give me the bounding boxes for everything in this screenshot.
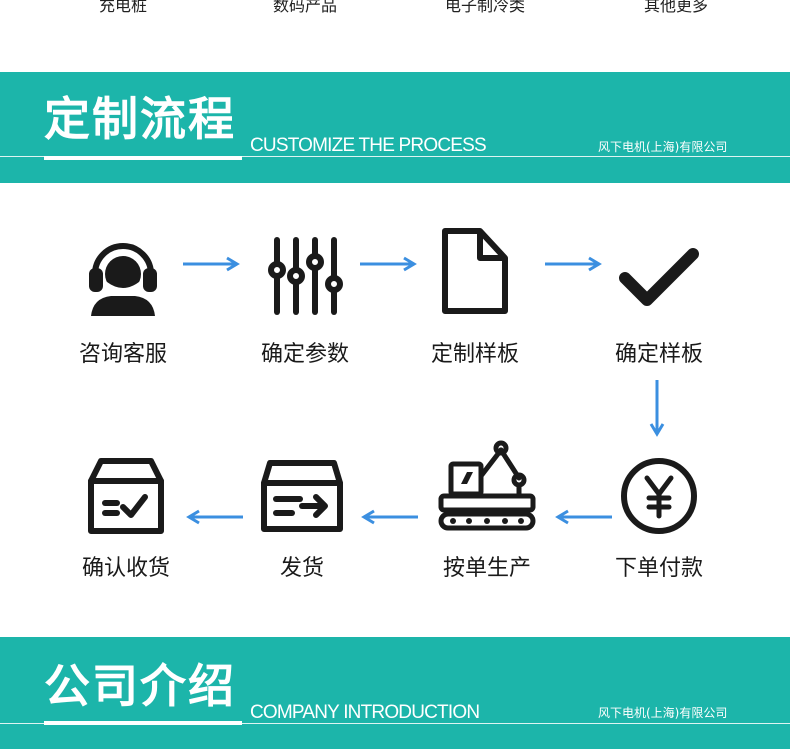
sliders-icon bbox=[268, 237, 343, 315]
company-name: 风下电机(上海)有限公司 bbox=[598, 706, 728, 720]
category-charging-pile[interactable]: 充电桩 bbox=[98, 0, 148, 15]
step-ship: 发货 bbox=[222, 455, 382, 582]
customer-service-icon bbox=[89, 243, 157, 316]
step-confirm-receipt: 确认收货 bbox=[46, 455, 206, 582]
step-label: 发货 bbox=[279, 556, 324, 581]
step-confirm-params: 确定参数 bbox=[225, 230, 385, 370]
robot-arm-icon bbox=[438, 440, 536, 531]
title-underline bbox=[44, 156, 242, 160]
step-label: 确定参数 bbox=[260, 342, 349, 367]
arrow-right-icon bbox=[183, 256, 240, 272]
category-strip: 充电桩 数码产品 电子制冷类 其他更多 bbox=[0, 0, 790, 72]
category-digital-products[interactable]: 数码产品 bbox=[272, 0, 338, 15]
step-label: 咨询客服 bbox=[78, 342, 167, 367]
step-label: 确定样板 bbox=[614, 342, 703, 367]
step-confirm-sample: 确定样板 bbox=[579, 230, 739, 370]
received-box-icon bbox=[88, 458, 164, 534]
delivery-box-icon bbox=[261, 460, 343, 532]
company-title-cn: 公司介绍 bbox=[44, 659, 236, 713]
category-electronic-cooling[interactable]: 电子制冷类 bbox=[444, 0, 526, 15]
process-title-en: CUSTOMIZE THE PROCESS bbox=[250, 135, 487, 156]
arrow-right-icon bbox=[545, 256, 602, 272]
arrow-left-icon bbox=[555, 509, 612, 525]
title-underline bbox=[44, 721, 242, 725]
step-label: 确认收货 bbox=[81, 556, 170, 581]
banner-rule bbox=[0, 156, 790, 157]
banner-rule bbox=[0, 723, 790, 724]
company-name: 风下电机(上海)有限公司 bbox=[598, 140, 728, 154]
company-banner: 公司介绍 COMPANY INTRODUCTION 风下电机(上海)有限公司 bbox=[0, 637, 790, 749]
step-order-payment: 下单付款 bbox=[579, 452, 739, 582]
checkmark-icon bbox=[619, 248, 699, 306]
arrow-down-icon bbox=[649, 380, 665, 437]
yen-coin-icon bbox=[621, 458, 697, 534]
arrow-left-icon bbox=[186, 509, 243, 525]
company-title-en: COMPANY INTRODUCTION bbox=[250, 702, 480, 723]
step-label: 定制样板 bbox=[430, 342, 519, 367]
step-label: 按单生产 bbox=[442, 556, 531, 581]
step-produce-order: 按单生产 bbox=[407, 440, 567, 582]
step-consult-service: 咨询客服 bbox=[43, 230, 203, 370]
document-icon bbox=[442, 228, 508, 314]
arrow-left-icon bbox=[361, 509, 418, 525]
step-label: 下单付款 bbox=[614, 556, 703, 581]
category-more[interactable]: 其他更多 bbox=[643, 0, 709, 15]
process-title-cn: 定制流程 bbox=[44, 92, 236, 146]
process-banner: 定制流程 CUSTOMIZE THE PROCESS 风下电机(上海)有限公司 bbox=[0, 72, 790, 183]
step-custom-sample: 定制样板 bbox=[395, 228, 555, 370]
arrow-right-icon bbox=[360, 256, 417, 272]
